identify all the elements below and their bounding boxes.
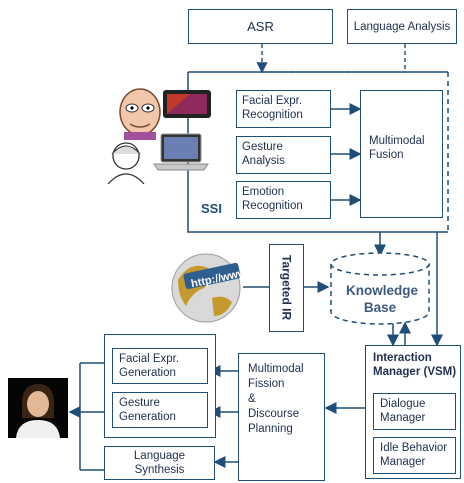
- facial-expr-recognition-label: Facial Expr. Recognition: [242, 95, 303, 121]
- idle-behavior-manager-label: Idle Behavior Manager: [380, 442, 448, 468]
- emotion-recognition-box: Emotion Recognition: [236, 181, 331, 219]
- asr-label: ASR: [247, 18, 274, 34]
- knowledge-base-cylinder: [330, 252, 430, 325]
- emotion-recognition-label: Emotion Recognition: [242, 186, 303, 212]
- gesture-generation-label: Gesture Generation: [119, 397, 176, 423]
- language-analysis-box: Language Analysis: [347, 9, 457, 44]
- globe-image: http://www: [171, 253, 244, 323]
- avatar-image: [8, 378, 68, 438]
- targeted-ir-box: Targeted IR: [269, 244, 304, 332]
- dialogue-manager-label: Dialogue Manager: [380, 398, 426, 424]
- gesture-analysis-box: Gesture Analysis: [236, 136, 331, 174]
- multimodal-fusion-label: Multimodal Fusion: [369, 135, 425, 161]
- knowledge-base-label: Knowledge Base: [346, 283, 419, 315]
- idle-behavior-manager-box: Idle Behavior Manager: [373, 437, 456, 474]
- interaction-manager-label: Interaction Manager (VSM): [373, 352, 457, 378]
- tablet-image: [163, 90, 211, 118]
- ssi-label: SSI: [201, 201, 222, 216]
- facial-expr-generation-box: Facial Expr. Generation: [112, 348, 208, 384]
- multimodal-fusion-box: Multimodal Fusion: [360, 90, 443, 218]
- elderly-man-image: [119, 88, 161, 140]
- language-synthesis-box: Language Synthesis: [104, 446, 215, 480]
- dialogue-manager-box: Dialogue Manager: [373, 393, 456, 430]
- facial-expr-generation-label: Facial Expr. Generation: [119, 353, 180, 379]
- gesture-analysis-label: Gesture Analysis: [242, 141, 285, 167]
- laptop-image: [153, 133, 209, 171]
- language-synthesis-label: Language Synthesis: [133, 450, 186, 476]
- elderly-woman-image: [107, 142, 145, 184]
- language-analysis-label: Language Analysis: [353, 20, 451, 33]
- asr-box: ASR: [188, 9, 333, 44]
- targeted-ir-label: Targeted IR: [279, 255, 294, 321]
- multimodal-fission-label: Multimodal Fission & Discourse Planning: [248, 363, 304, 435]
- facial-expr-recognition-box: Facial Expr. Recognition: [236, 90, 331, 128]
- multimodal-fission-box: Multimodal Fission & Discourse Planning: [238, 353, 325, 481]
- gesture-generation-box: Gesture Generation: [112, 392, 208, 428]
